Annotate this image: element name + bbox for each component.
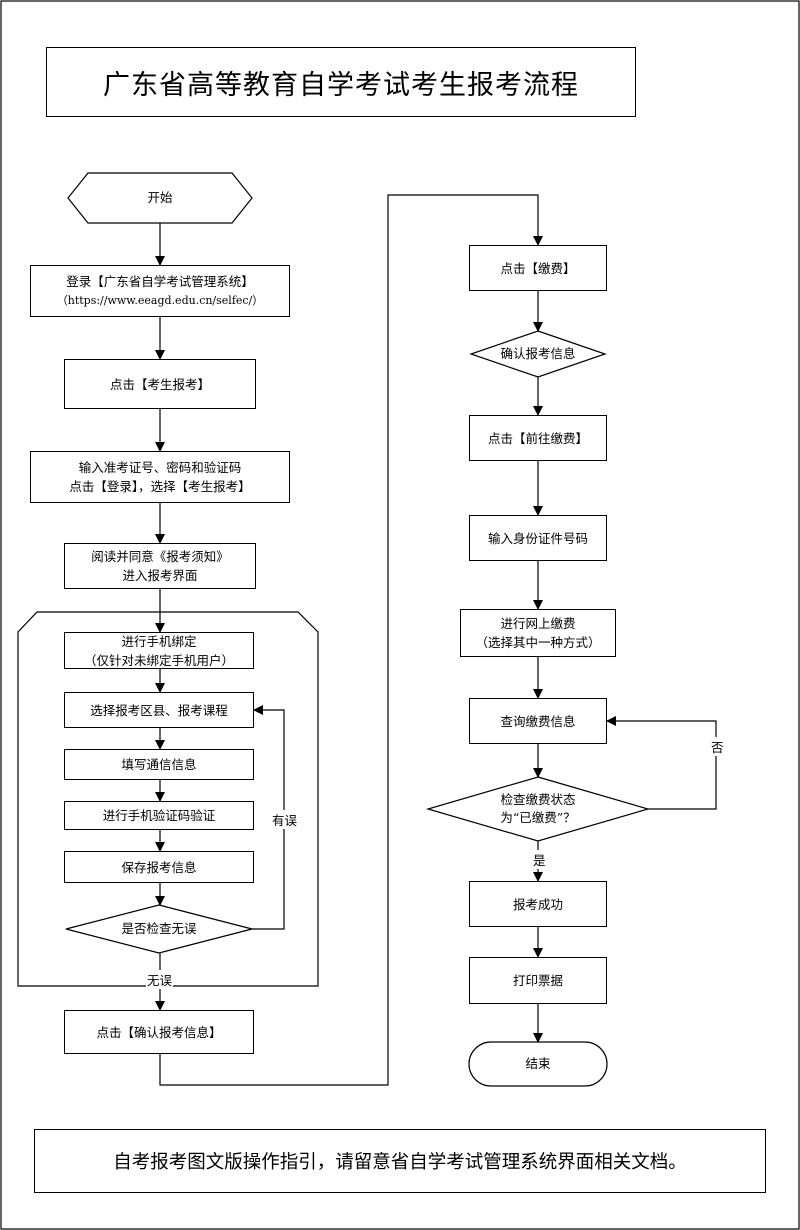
confirm-apply-info-label: 确认报考信息 [500,346,576,361]
sms-verify-step: 进行手机验证码验证 [64,801,254,830]
label-no: 否 [710,737,725,756]
read-notice-step: 阅读并同意《报考须知》 进入报考界面 [64,543,256,589]
check-status-label: 检查缴费状态 为“已缴费”？ [500,792,576,825]
go-pay-step: 点击【前往缴费】 [469,415,607,461]
label-error: 有误 [271,810,299,829]
arrow-connector-to-pay [159,194,543,1086]
arrow-no-loop-back [606,716,717,810]
page-title: 广东省高等教育自学考试考生报考流程 [46,47,636,117]
confirm-info-step: 点击【确认报考信息】 [64,1010,254,1054]
select-course-step: 选择报考区县、报考课程 [64,692,254,728]
start-terminator [67,172,253,224]
print-receipt-step: 打印票据 [469,957,607,1004]
registration-loop-container [17,611,319,987]
enter-id-step: 输入身份证件号码 [469,515,607,561]
save-info-step: 保存报考信息 [64,851,254,883]
end-label: 结束 [525,1056,551,1071]
enter-credentials-step: 输入准考证号、密码和验证码 点击【登录】，选择【考生报考】 [30,451,290,503]
click-pay-step: 点击【缴费】 [469,245,607,291]
check-correct-label: 是否检查无误 [121,921,197,936]
login-step: 登录【广东省自学考试管理系统】 （https://www.eeagd.edu.c… [30,265,290,317]
label-yes: 是 [532,850,547,869]
check-correct-diamond [65,904,253,954]
footer-note: 自考报考图文版操作指引，请留意省自学考试管理系统界面相关文档。 [34,1129,766,1193]
bind-phone-step: 进行手机绑定 （仅针对未绑定手机用户） [64,632,254,669]
success-step: 报考成功 [469,881,607,927]
click-apply-step: 点击【考生报考】 [64,359,256,409]
query-pay-step: 查询缴费信息 [469,698,607,744]
start-label: 开始 [147,190,173,205]
online-pay-step: 进行网上缴费 （选择其中一种方式） [460,609,616,657]
fill-contact-step: 填写通信信息 [64,749,254,780]
label-ok: 无误 [146,970,174,989]
